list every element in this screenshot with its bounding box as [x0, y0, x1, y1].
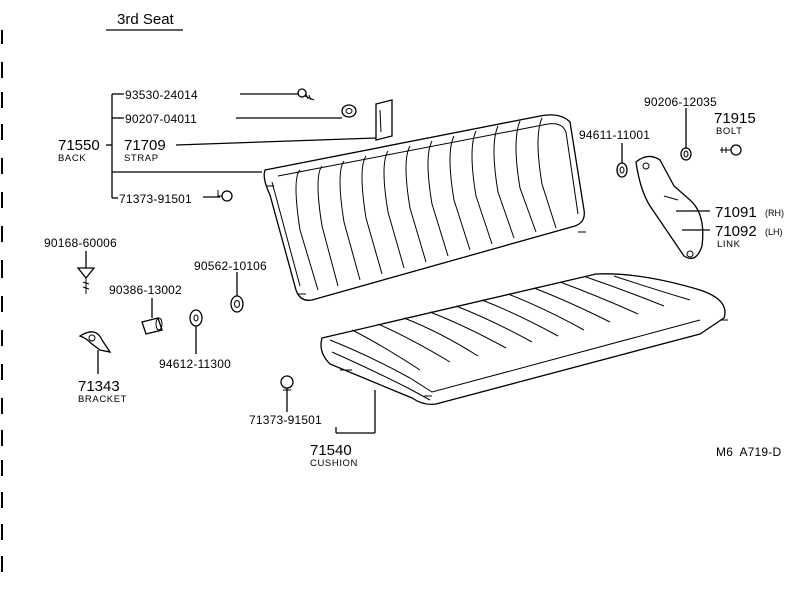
label-bracket: BRACKET	[78, 394, 127, 405]
label-71373-91501-lower: 71373-91501	[249, 413, 322, 427]
figure-code: M6 A719-D	[716, 445, 781, 459]
label-back: BACK	[58, 153, 86, 164]
link-71091-icon	[635, 155, 704, 260]
label-90562-10106: 90562-10106	[194, 259, 267, 273]
seat-back	[263, 114, 586, 301]
label-71091-side: (RH)	[765, 208, 784, 218]
label-90168-60006: 90168-60006	[44, 236, 117, 250]
label-71092-side: (LH)	[765, 227, 783, 237]
label-cushion: CUSHION	[310, 458, 358, 469]
label-71343: 71343	[78, 378, 120, 395]
bracket-71343-icon	[78, 331, 112, 353]
label-strap: STRAP	[124, 153, 159, 164]
label-94612-11300: 94612-11300	[159, 357, 231, 371]
label-90206-12035: 90206-12035	[644, 95, 717, 109]
label-71540: 71540	[310, 442, 352, 459]
screw-90168-icon	[76, 267, 96, 294]
cap-71373-lower-icon	[280, 375, 294, 391]
label-93530-24014: 93530-24014	[125, 88, 198, 102]
label-71091: 71091	[715, 204, 757, 221]
label-link: LINK	[717, 239, 741, 250]
seat-cushion	[320, 273, 728, 406]
label-94611-11001: 94611-11001	[579, 128, 650, 142]
diagram-title: 3rd Seat	[117, 11, 175, 28]
washer-94611-icon	[616, 162, 628, 178]
washer-94612-icon	[189, 309, 203, 327]
washer-90206-icon	[680, 147, 692, 161]
label-71373-91501-upper: 71373-91501	[119, 192, 192, 206]
nut-90562-icon	[230, 295, 244, 313]
nut-90207-icon	[341, 104, 357, 118]
cap-71373-upper-icon	[217, 190, 233, 202]
bolt-71915-icon	[720, 144, 742, 156]
leader-lines	[85, 93, 710, 434]
label-71092: 71092	[715, 223, 757, 240]
label-90386-13002: 90386-13002	[109, 283, 182, 297]
label-bolt: BOLT	[716, 126, 743, 137]
label-71709: 71709	[124, 137, 166, 154]
label-71550: 71550	[58, 137, 100, 154]
label-90207-04011: 90207-04011	[125, 112, 197, 126]
strap-71709-icon	[375, 99, 393, 141]
collar-90386-icon	[141, 317, 163, 335]
screw-93530-icon	[297, 88, 315, 101]
label-71915: 71915	[714, 110, 756, 127]
